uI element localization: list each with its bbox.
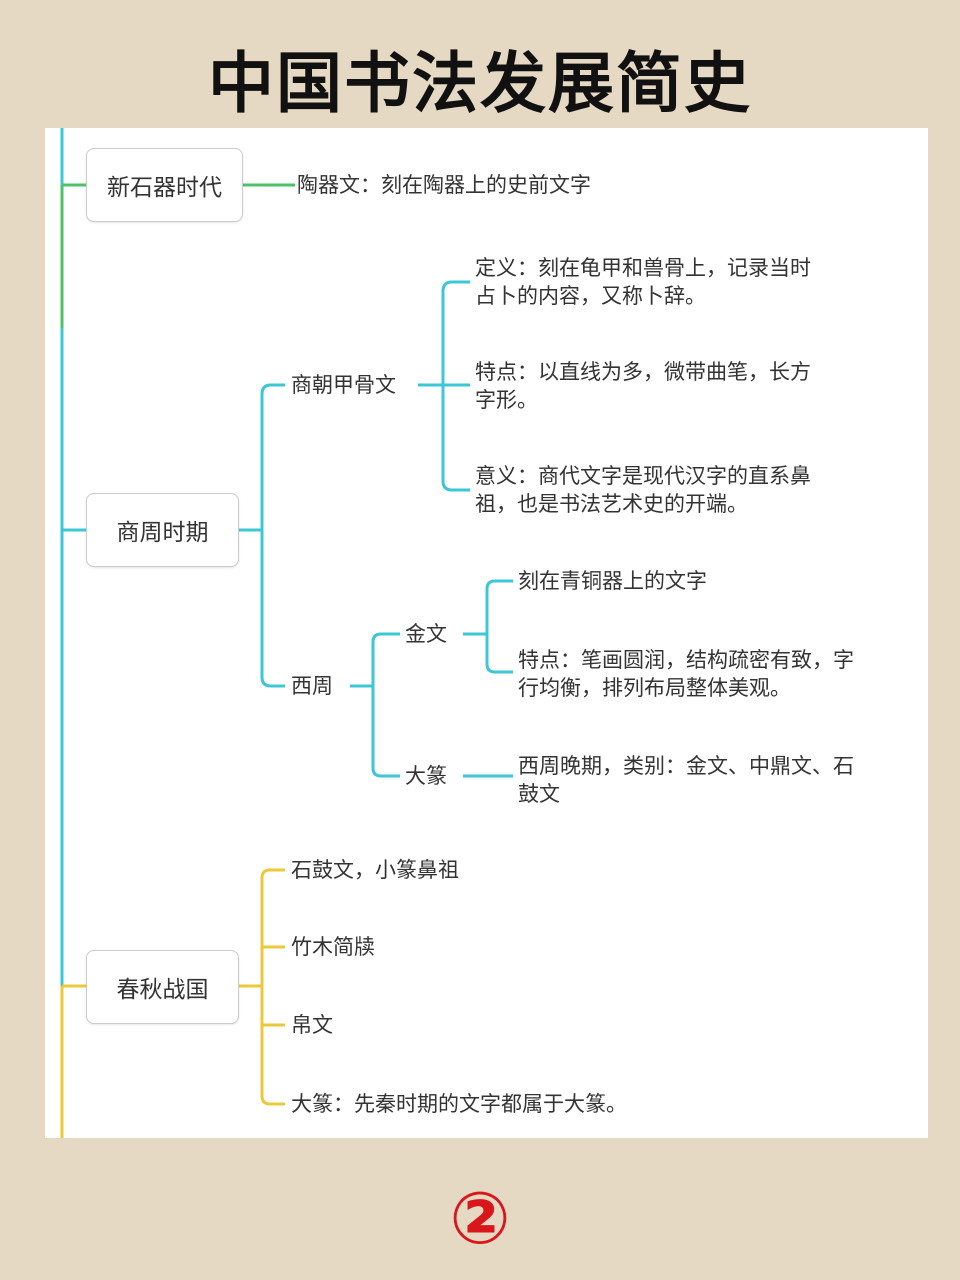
- neolithic-item: 陶器文：刻在陶器上的史前文字: [297, 173, 591, 197]
- oracle-significance: 意义：商代文字是现代汉字的直系鼻祖，也是书法艺术史的开端。: [475, 464, 811, 516]
- jinwen-item: 刻在青铜器上的文字: [518, 569, 707, 593]
- node-shangzhou: 商周时期: [86, 493, 239, 567]
- dazhuan-item: 西周晚期，类别：金文、中鼎文、石鼓文: [518, 754, 854, 806]
- chunqiu-item: 大篆：先秦时期的文字都属于大篆。: [291, 1092, 627, 1116]
- node-dazhuan: 大篆: [405, 764, 447, 788]
- node-chunqiu: 春秋战国: [86, 950, 239, 1024]
- oracle-features: 特点：以直线为多，微带曲笔，长方字形。: [475, 360, 811, 412]
- chunqiu-item: 石鼓文，小篆鼻祖: [291, 858, 459, 882]
- chunqiu-item: 帛文: [291, 1013, 333, 1037]
- page-number: ②: [449, 1176, 511, 1260]
- chunqiu-item: 竹木简牍: [291, 935, 375, 959]
- connector-lines: [60, 128, 513, 1138]
- node-western-zhou: 西周: [291, 674, 333, 698]
- oracle-definition: 定义：刻在龟甲和兽骨上，记录当时占卜的内容，又称卜辞。: [475, 256, 811, 308]
- page-title: 中国书法发展简史: [208, 45, 752, 122]
- node-jinwen: 金文: [405, 622, 447, 646]
- jinwen-features: 特点：笔画圆润，结构疏密有致，字行均衡，排列布局整体美观。: [518, 648, 854, 700]
- node-neolithic: 新石器时代: [86, 148, 243, 222]
- node-shang-oracle: 商朝甲骨文: [291, 373, 396, 397]
- mindmap-panel: 新石器时代 陶器文：刻在陶器上的史前文字 商周时期 商朝甲骨文 定义：刻在龟甲和…: [45, 128, 928, 1138]
